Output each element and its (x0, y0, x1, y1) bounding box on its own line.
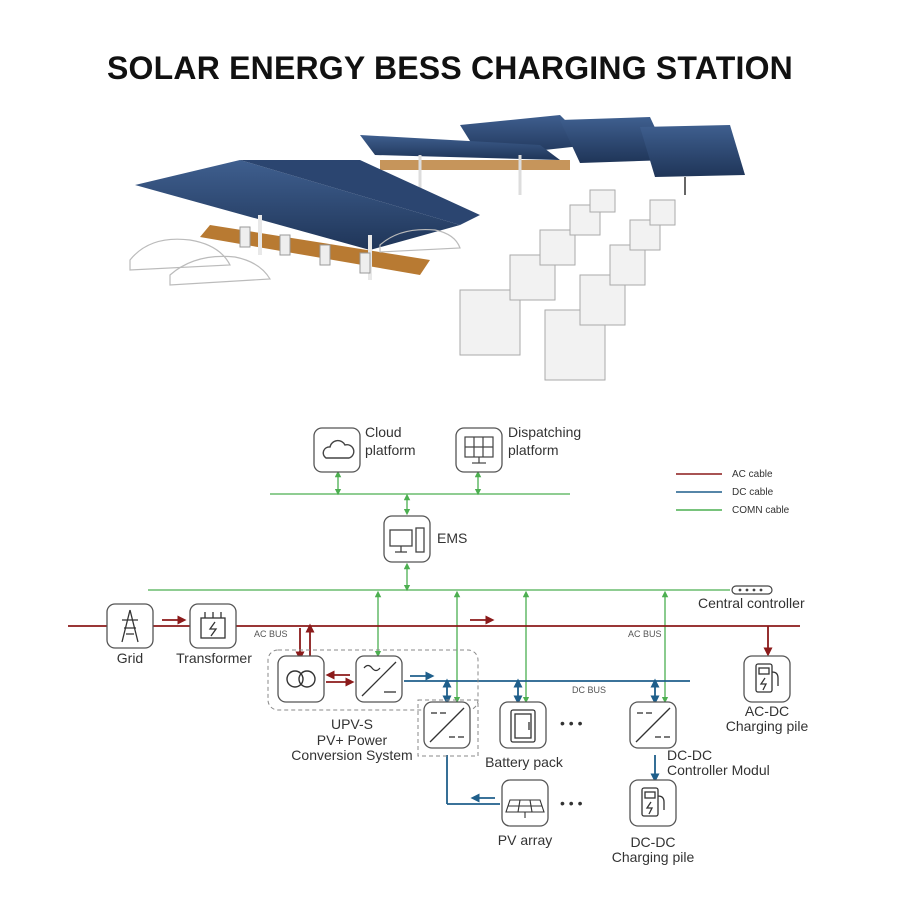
battery-pack-label: Battery pack (485, 754, 564, 770)
ac-bus-label-right: AC BUS (628, 629, 662, 639)
dcdc-charging-pile-node: DC-DC Charging pile (612, 780, 695, 865)
comn-cables (148, 474, 730, 700)
upv-label-2: PV+ Power (317, 732, 388, 748)
dispatching-label-1: Dispatching (508, 424, 581, 440)
cloud-platform-label-1: Cloud (365, 424, 402, 440)
pv-ellipsis: • • • (560, 795, 583, 811)
battery-pack-node: Battery pack (485, 702, 564, 770)
legend-ac-label: AC cable (732, 469, 773, 480)
central-controller-label: Central controller (698, 595, 805, 611)
dcdc-converter-pv (424, 702, 470, 748)
acdc-pile-label-2: Charging pile (726, 718, 809, 734)
grid-label: Grid (117, 650, 143, 666)
dcdc-pile-label-1: DC-DC (630, 834, 675, 850)
dispatching-label-2: platform (508, 442, 559, 458)
pv-array-label: PV array (498, 832, 552, 848)
dc-bus-label: DC BUS (572, 685, 606, 695)
grid-node: Grid (107, 604, 153, 666)
transformer-label: Transformer (176, 650, 252, 666)
pv-array-node: PV array (498, 780, 552, 848)
controller-icon (732, 586, 772, 594)
dcdc-pile-label-2: Charging pile (612, 849, 695, 865)
legend: AC cable DC cable COMN cable (676, 469, 790, 516)
ems-label: EMS (437, 530, 467, 546)
dcdc-module-label-2: Controller Modul (667, 762, 770, 778)
ems-node: EMS (384, 516, 467, 562)
cloud-platform-node: Cloud platform (314, 424, 416, 472)
transformer-node: Transformer (176, 604, 252, 666)
upv-label-1: UPV-S (331, 716, 373, 732)
legend-dc-label: DC cable (732, 487, 774, 498)
legend-comn-label: COMN cable (732, 505, 790, 516)
acdc-pile-label-1: AC-DC (745, 703, 789, 719)
acdc-charging-pile-node: AC-DC Charging pile (726, 656, 809, 734)
ac-bus-label-left: AC BUS (254, 629, 288, 639)
battery-ellipsis: • • • (560, 715, 583, 731)
dcdc-module-label-1: DC-DC (667, 747, 712, 763)
upv-label-3: Conversion System (291, 747, 412, 763)
cloud-platform-label-2: platform (365, 442, 416, 458)
dispatching-platform-node: Dispatching platform (456, 424, 581, 472)
